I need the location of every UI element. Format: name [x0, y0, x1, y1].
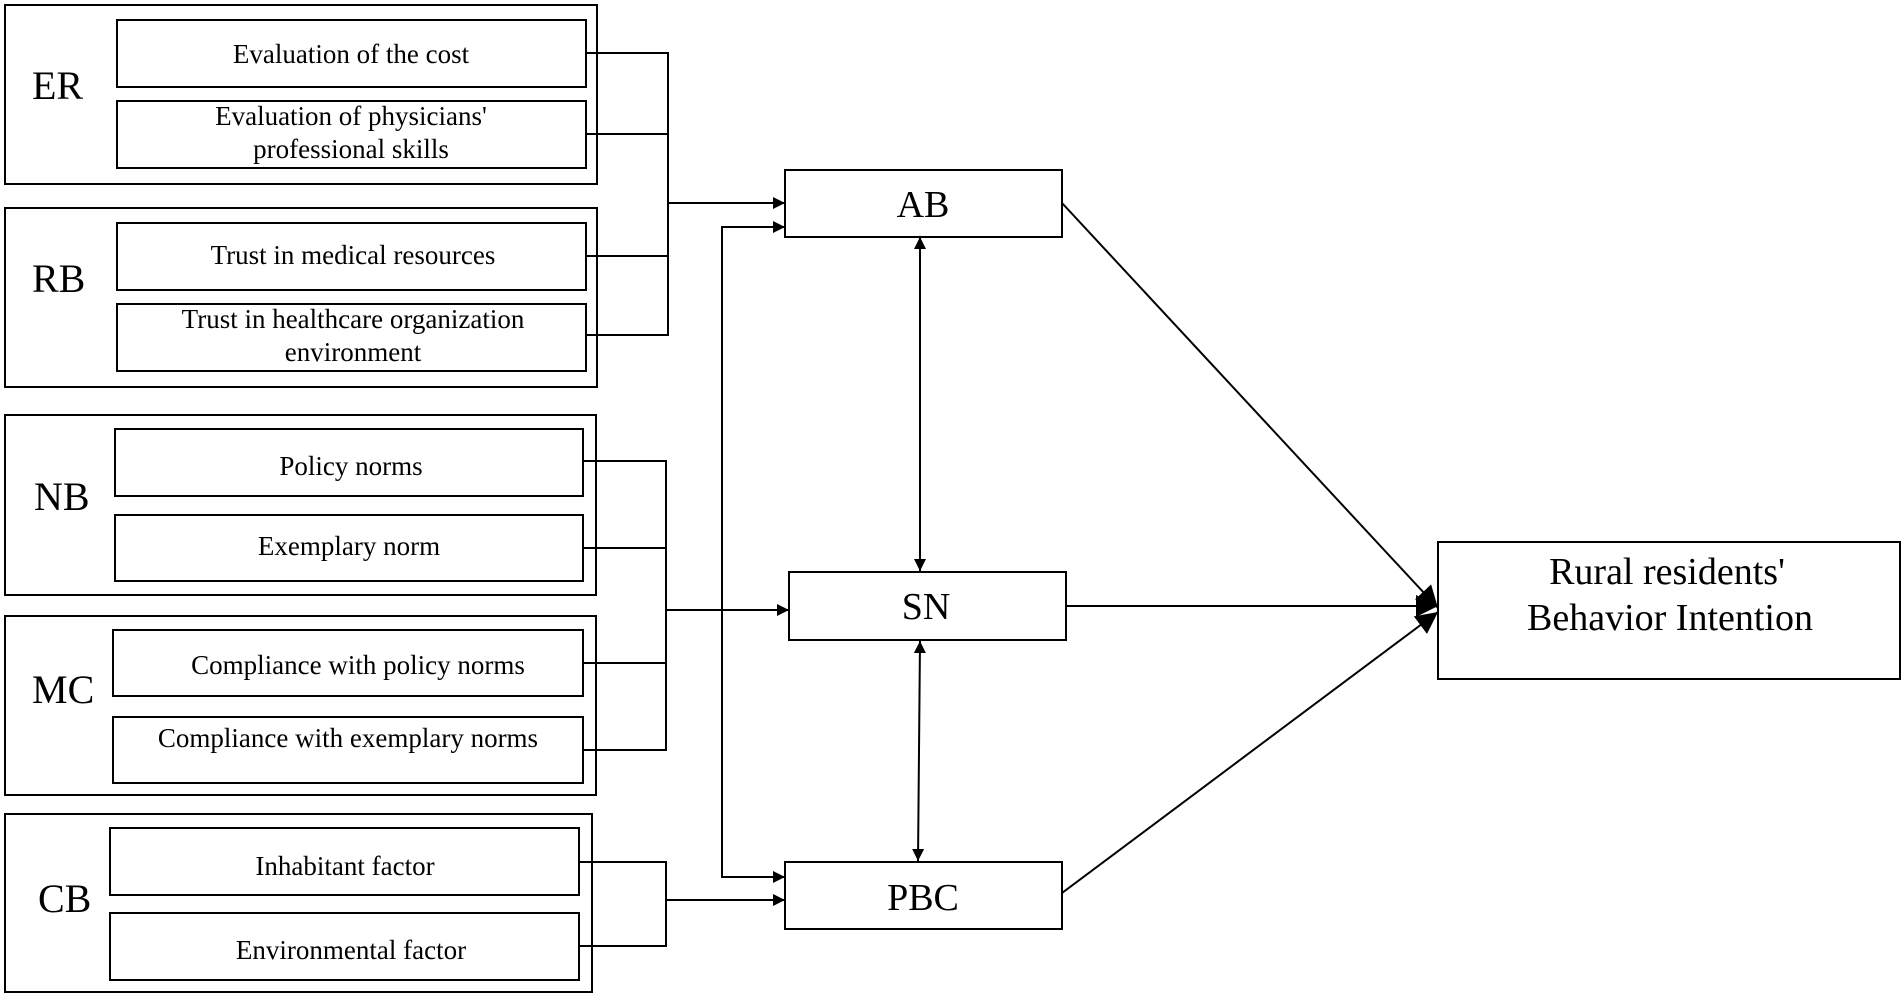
item-evaluation-cost: Evaluation of the cost — [233, 39, 470, 69]
item-trust-environment-box — [116, 303, 587, 372]
construct-pbc-box — [784, 861, 1063, 930]
construct-pbc: PBC — [784, 861, 1063, 930]
group-mc-label: MC — [32, 667, 94, 712]
item-physician-skills-box — [116, 100, 587, 169]
item-trust-medical: Trust in medical resources — [211, 240, 496, 270]
item-environmental-factor: Environmental factor — [236, 935, 466, 965]
group-cb: CB Inhabitant factor Environmental facto… — [4, 813, 593, 993]
item-trust-environment-line1: Trust in healthcare organization — [182, 304, 525, 334]
connectors — [579, 52, 1439, 947]
group-rb: RB Trust in medical resources Trust in h… — [4, 207, 598, 388]
group-rb-label: RB — [32, 256, 85, 301]
item-policy-norms: Policy norms — [279, 451, 422, 481]
item-physician-skills-line1: Evaluation of physicians' — [215, 101, 487, 131]
arrow-pbc-to-intention — [1061, 611, 1439, 894]
item-exemplary-norm: Exemplary norm — [258, 531, 440, 561]
group-nb-label: NB — [34, 474, 90, 519]
item-compliance-exemplary: Compliance with exemplary norms — [158, 723, 538, 753]
construct-pbc-label: PBC — [887, 877, 959, 919]
item-compliance-policy: Compliance with policy norms — [191, 650, 525, 680]
construct-ab-box — [784, 169, 1063, 238]
construct-ab-label: AB — [897, 184, 950, 226]
group-nb: NB Policy norms Exemplary norm — [4, 414, 597, 596]
item-inhabitant-factor: Inhabitant factor — [255, 851, 434, 881]
item-inhabitant-factor-box — [109, 827, 580, 896]
group-er-label: ER — [32, 63, 83, 108]
outcome-behavior-intention: Rural residents' Behavior Intention — [1437, 541, 1901, 680]
connector-ab-pbc-branch — [721, 226, 785, 878]
connector-cb-bus — [579, 861, 667, 947]
item-physician-skills-line2: professional skills — [253, 134, 449, 164]
arrow-sn-pbc — [912, 640, 926, 862]
outcome-line1: Rural residents' — [1549, 551, 1785, 593]
construct-sn-label: SN — [902, 586, 951, 628]
item-compliance-exemplary-box — [112, 716, 584, 784]
group-er: ER Evaluation of the cost Evaluation of … — [4, 4, 598, 185]
construct-ab: AB — [784, 169, 1063, 238]
outcome-box — [1437, 541, 1901, 680]
connector-er-rb-bus — [586, 52, 669, 336]
outcome-line2: Behavior Intention — [1527, 597, 1813, 639]
item-trust-environment-line2: environment — [285, 337, 422, 367]
group-cb-label: CB — [38, 876, 91, 921]
arrow-ab-to-intention — [1061, 202, 1439, 609]
construct-sn: SN — [788, 571, 1067, 641]
group-mc: MC Compliance with policy norms Complian… — [4, 615, 597, 796]
construct-sn-box — [788, 571, 1067, 641]
item-evaluation-cost-box — [116, 19, 587, 88]
item-policy-norms-box — [114, 428, 584, 497]
connector-nb-mc-bus — [583, 460, 667, 751]
item-trust-medical-box — [116, 222, 587, 291]
item-exemplary-norm-box — [114, 514, 584, 582]
